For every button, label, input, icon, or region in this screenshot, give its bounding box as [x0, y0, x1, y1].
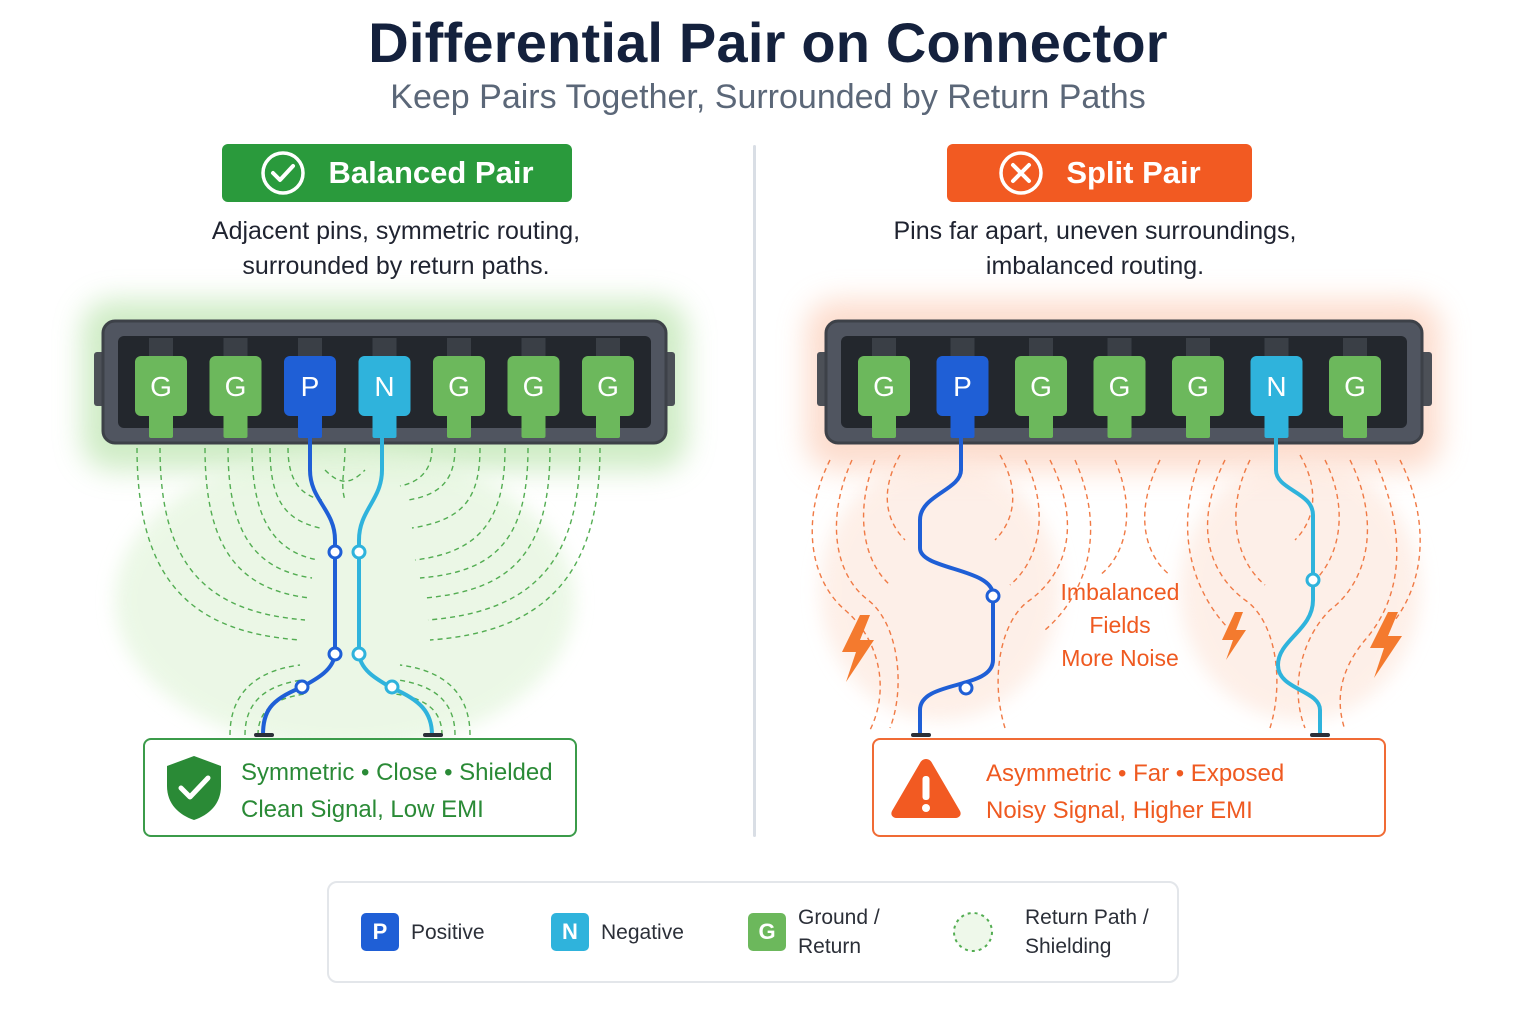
negative-pin: N [358, 338, 411, 438]
lightning-icon [842, 615, 874, 682]
legend-item-positive: P Positive [361, 883, 485, 981]
split-callout-line-1: Asymmetric • Far • Exposed [986, 760, 1285, 787]
lightning-icon [1370, 612, 1402, 678]
pin-label: G [873, 371, 895, 402]
pin-label: G [597, 371, 619, 402]
pin-label: G [225, 371, 247, 402]
balanced-traces [261, 430, 434, 737]
positive-pin: P [284, 338, 336, 438]
split-description: Pins far apart, uneven surroundings, imb… [815, 214, 1375, 284]
center-divider [753, 145, 756, 837]
positive-pin-icon: P [361, 913, 399, 951]
pin-label: N [374, 371, 394, 402]
pin-label: G [1030, 371, 1052, 402]
warning-triangle-icon [891, 759, 961, 818]
legend-item-ground: G Ground / Return [748, 883, 880, 981]
noise-label-line-3: More Noise [1061, 645, 1179, 671]
pin-label: G [448, 371, 470, 402]
split-callout-line-2: Noisy Signal, Higher EMI [986, 797, 1253, 824]
pin-label: P [301, 371, 320, 402]
ground-pin: G [1093, 338, 1146, 438]
ground-pin: G [209, 338, 262, 438]
ground-pin: G [582, 338, 634, 438]
balanced-pair-badge: Balanced Pair [222, 144, 572, 202]
legend-label-return-2: Shielding [1025, 935, 1112, 958]
legend-item-negative: N Negative [551, 883, 684, 981]
ground-pin: G [858, 338, 910, 438]
check-circle-icon [261, 151, 306, 195]
noise-label-line-1: Imbalanced [1060, 579, 1180, 605]
noise-label-line-2: Fields [1089, 612, 1151, 638]
pin-label: G [1187, 371, 1209, 402]
balanced-description: Adjacent pins, symmetric routing, surrou… [116, 214, 676, 284]
negative-pin: N [1250, 338, 1303, 438]
page-subtitle: Keep Pairs Together, Surrounded by Retur… [390, 78, 1146, 116]
split-pair-label: Split Pair [1066, 155, 1201, 190]
legend-item-return-path: Return Path / Shielding [949, 883, 1149, 981]
imbalanced-fields-label: Imbalanced Fields More Noise [1040, 576, 1200, 675]
ground-pin-icon: G [748, 913, 786, 951]
balanced-callout-line-2: Clean Signal, Low EMI [241, 796, 484, 823]
pin-label: N [1266, 371, 1286, 402]
ground-pin: G [507, 338, 560, 438]
balanced-pair-label: Balanced Pair [328, 155, 534, 190]
page-title: Differential Pair on Connector [368, 11, 1168, 74]
split-pair-badge: Split Pair [947, 144, 1252, 202]
split-return-paths [811, 454, 1421, 731]
ground-pin: G [433, 338, 485, 438]
split-description-line-2: imbalanced routing. [985, 252, 1205, 280]
pin-label: G [523, 371, 545, 402]
balanced-callout: Symmetric • Close • Shielded Clean Signa… [143, 738, 577, 837]
legend-label-ground-2: Return [798, 935, 862, 958]
legend: P Positive N Negative G Ground / Return … [327, 881, 1179, 983]
balanced-callout-line-1: Symmetric • Close • Shielded [241, 759, 553, 786]
legend-label-ground-1: Ground / [798, 906, 880, 929]
ground-pin: G [1172, 338, 1224, 438]
split-traces [918, 430, 1322, 737]
split-callout: Asymmetric • Far • Exposed Noisy Signal,… [872, 738, 1386, 837]
lightning-icon [1222, 612, 1246, 660]
balanced-description-line-2: surrounded by return paths. [242, 252, 550, 280]
ground-pin: G [1329, 338, 1381, 438]
split-description-line-1: Pins far apart, uneven surroundings, [893, 217, 1297, 245]
negative-pin-icon: N [551, 913, 589, 951]
shield-check-icon [167, 756, 221, 820]
legend-label-negative: Negative [601, 920, 684, 944]
ground-pin: G [135, 338, 187, 438]
balanced-description-line-1: Adjacent pins, symmetric routing, [211, 217, 581, 245]
legend-label-return-1: Return Path / [1025, 906, 1149, 929]
x-circle-icon [999, 151, 1044, 195]
balanced-return-paths [136, 447, 601, 736]
dashed-circle-icon [953, 912, 993, 952]
legend-label-positive: Positive [411, 920, 485, 944]
positive-pin: P [936, 338, 989, 438]
pin-label: G [150, 371, 172, 402]
pin-label: G [1109, 371, 1131, 402]
pin-label: P [953, 371, 972, 402]
ground-pin: G [1015, 338, 1067, 438]
pin-label: G [1344, 371, 1366, 402]
